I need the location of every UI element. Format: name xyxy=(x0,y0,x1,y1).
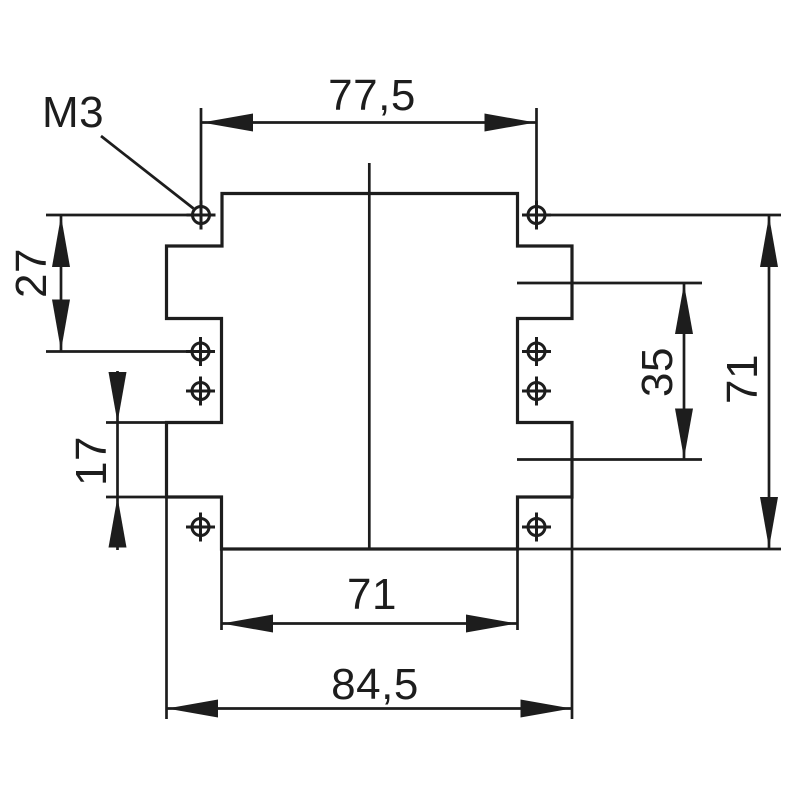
mounting-hole-bottom-left xyxy=(184,511,217,543)
dim-top-width: 77,5 xyxy=(199,71,538,215)
arrowhead-right xyxy=(484,113,536,132)
arrowhead-up xyxy=(108,497,127,548)
thread-callout: M3 xyxy=(42,88,195,210)
dim-bottom-overall-width: 84,5 xyxy=(165,497,574,719)
arrowhead-up xyxy=(675,284,693,334)
dim-label-upper-left: 27 xyxy=(7,248,56,298)
arrowhead-left xyxy=(167,699,218,718)
arrowhead-up xyxy=(760,216,778,267)
arrowhead-left xyxy=(202,113,253,132)
dim-lower-left-height: 17 xyxy=(67,371,222,550)
arrowhead-right xyxy=(466,614,517,633)
dim-label-bottom-overall: 84,5 xyxy=(331,660,419,709)
arrowhead-right xyxy=(520,699,572,718)
dim-right-height: 71 xyxy=(517,213,781,551)
dim-label-lower-left: 17 xyxy=(67,436,116,486)
mounting-hole-middle-right-upper xyxy=(520,335,553,368)
dim-label-right-height: 71 xyxy=(718,354,767,404)
dim-bottom-inner-width: 71 xyxy=(220,549,519,633)
arrowhead-down xyxy=(52,299,70,351)
arrowhead-down xyxy=(675,408,693,459)
dim-upper-left-height: 27 xyxy=(7,213,201,353)
arrowhead-down xyxy=(108,372,127,423)
dim-slot-pitch-right: 35 xyxy=(517,281,702,461)
mounting-hole-middle-left-lower xyxy=(184,375,217,407)
arrowhead-left xyxy=(222,614,273,633)
mounting-hole-bottom-right xyxy=(520,511,553,543)
leader-line xyxy=(100,134,195,210)
dim-label-bottom-inner: 71 xyxy=(347,570,397,619)
dim-label-slot-pitch: 35 xyxy=(633,347,682,397)
dim-label-top-width: 77,5 xyxy=(328,71,416,120)
mounting-hole-middle-right-lower xyxy=(520,375,553,407)
arrowhead-down xyxy=(760,497,778,548)
thread-callout-label: M3 xyxy=(42,88,104,137)
arrowhead-up xyxy=(52,216,70,267)
